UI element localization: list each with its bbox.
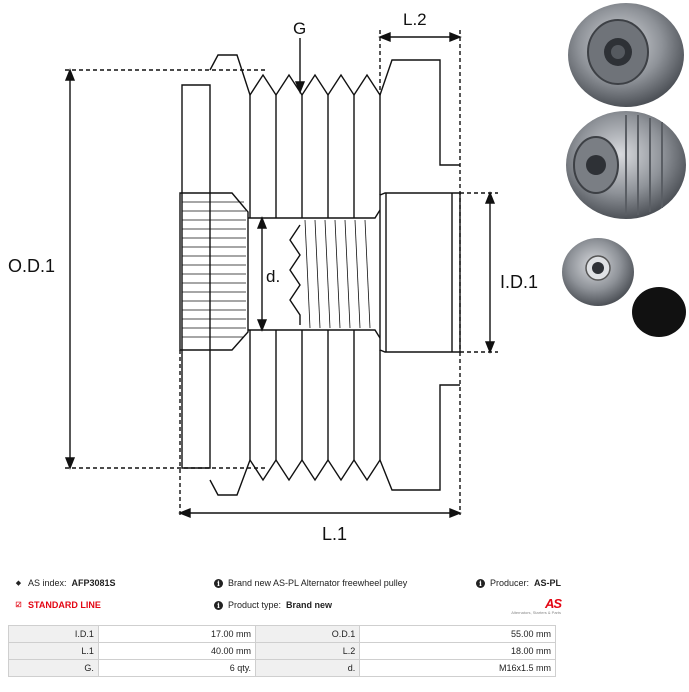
as-index-value: AFP3081S <box>71 578 116 588</box>
info-icon: i <box>476 578 485 588</box>
label-inner-diameter: I.D.1 <box>500 272 538 292</box>
spec-label: d. <box>255 659 361 677</box>
specs-table: I.D.1 17.00 mm O.D.1 55.00 mm L.1 40.00 … <box>8 625 556 677</box>
thread-hatching <box>304 219 371 329</box>
photo-pulley-angled <box>566 111 686 219</box>
description: i Brand new AS-PL Alternator freewheel p… <box>214 578 407 588</box>
info-icon: i <box>214 578 223 588</box>
photo-pulley-front <box>568 3 684 107</box>
producer-value: AS-PL <box>534 578 562 588</box>
technical-drawing: G L.2 O.D.1 I.D.1 d. L.1 <box>8 10 538 544</box>
photo-pulley-with-cap <box>562 238 686 337</box>
spec-value: 55.00 mm <box>359 625 556 643</box>
spec-value: M16x1.5 mm <box>359 659 556 677</box>
as-index: ◆ AS index: AFP3081S <box>14 578 116 588</box>
rib-profile-top <box>209 54 460 166</box>
product-type-label: Product type: <box>228 600 282 610</box>
bore <box>248 209 381 339</box>
product-type: i Product type: Brand new <box>214 600 332 610</box>
label-outer-diameter: O.D.1 <box>8 256 55 276</box>
rib-profile-bottom <box>209 384 460 496</box>
checkbox-icon: ☑ <box>15 601 22 609</box>
label-length1: L.1 <box>322 524 347 544</box>
label-groove: G <box>293 19 306 38</box>
spec-label: O.D.1 <box>255 625 361 643</box>
spec-label: L.1 <box>8 642 99 660</box>
as-index-label: AS index: <box>28 578 67 588</box>
description-text: Brand new AS-PL Alternator freewheel pul… <box>228 578 408 588</box>
spec-value: 18.00 mm <box>359 642 556 660</box>
table-row: L.1 40.00 mm L.2 18.00 mm <box>8 642 556 660</box>
spec-label: G. <box>8 659 99 677</box>
logo-tagline: Alternators, Starters & Parts <box>511 610 561 615</box>
spec-value: 40.00 mm <box>97 642 257 660</box>
spec-value: 6 qty. <box>97 659 257 677</box>
producer-label: Producer: <box>490 578 530 588</box>
spline-hatching <box>182 201 246 338</box>
standard-line-label: STANDARD LINE <box>28 600 101 610</box>
spec-label: L.2 <box>255 642 361 660</box>
standard-line: ☑ STANDARD LINE <box>14 600 101 610</box>
left-flange <box>181 84 211 469</box>
tag-icon: ◆ <box>15 579 22 587</box>
spec-value: 17.00 mm <box>97 625 257 643</box>
brand-logo: AS Alternators, Starters & Parts <box>505 596 562 618</box>
table-row: G. 6 qty. d. M16x1.5 mm <box>8 659 556 677</box>
logo-mark: AS <box>544 596 562 611</box>
right-hub <box>379 192 461 353</box>
product-info: ◆ AS index: AFP3081S ☑ STANDARD LINE i B… <box>0 574 689 618</box>
product-type-value: Brand new <box>286 600 333 610</box>
product-photos <box>562 3 686 337</box>
info-icon: i <box>214 600 223 610</box>
table-row: I.D.1 17.00 mm O.D.1 55.00 mm <box>8 625 556 643</box>
producer: i Producer: AS-PL <box>476 578 561 588</box>
thread-zigzag <box>289 224 301 325</box>
spline-insert <box>179 192 249 351</box>
label-length2: L.2 <box>403 10 427 29</box>
label-thread: d. <box>266 267 280 286</box>
spec-label: I.D.1 <box>8 625 99 643</box>
